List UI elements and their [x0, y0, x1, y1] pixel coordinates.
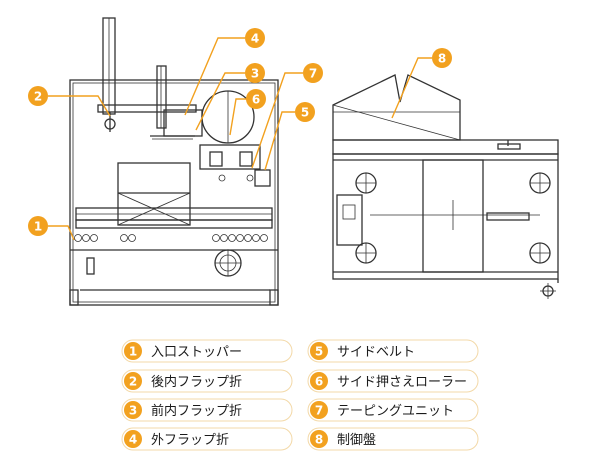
callout-badge-5: 5	[295, 102, 315, 122]
legend-item-5: 5 サイドベルト	[307, 339, 479, 363]
svg-text:外フラップ折: 外フラップ折	[151, 433, 229, 448]
svg-text:8: 8	[438, 52, 446, 66]
svg-text:7: 7	[309, 67, 317, 81]
svg-text:6: 6	[252, 93, 260, 107]
callout-badge-2: 2	[28, 86, 48, 106]
svg-text:前内フラップ折: 前内フラップ折	[151, 403, 242, 419]
callout-badge-4: 4	[245, 28, 265, 48]
svg-text:後内フラップ折: 後内フラップ折	[151, 374, 242, 390]
legend-item-6: 6 サイド押さえローラー	[307, 369, 479, 393]
svg-text:4: 4	[251, 32, 259, 46]
svg-text:テーピングユニット: テーピングユニット	[337, 404, 454, 419]
callout-badge-3: 3	[245, 63, 265, 83]
svg-text:7: 7	[315, 404, 323, 418]
callout-leaders	[48, 37, 432, 241]
legend: 1 入口ストッパー 2 後内フラップ折 3 前内フラップ折 4 外フラップ折 5…	[121, 339, 479, 451]
side-view-drawing	[332, 74, 559, 299]
svg-text:5: 5	[315, 345, 323, 359]
legend-item-3: 3 前内フラップ折	[121, 398, 293, 422]
front-view-drawing	[69, 17, 279, 306]
callout-badges: 2 1 4 3 6 7 5 8	[28, 28, 452, 236]
svg-text:1: 1	[129, 345, 137, 359]
legend-item-2: 2 後内フラップ折	[121, 369, 293, 393]
svg-text:サイド押さえローラー: サイド押さえローラー	[337, 375, 467, 390]
legend-item-8: 8 制御盤	[307, 427, 479, 451]
svg-text:1: 1	[34, 220, 42, 234]
svg-text:5: 5	[301, 106, 309, 120]
callout-badge-6: 6	[246, 89, 266, 109]
svg-text:入口ストッパー: 入口ストッパー	[151, 345, 242, 360]
svg-text:サイドベルト: サイドベルト	[337, 345, 415, 360]
legend-item-7: 7 テーピングユニット	[307, 398, 479, 422]
svg-text:8: 8	[315, 433, 323, 447]
svg-text:2: 2	[129, 375, 137, 389]
svg-text:3: 3	[251, 67, 259, 81]
legend-item-1: 1 入口ストッパー	[121, 339, 293, 363]
callout-badge-7: 7	[303, 63, 323, 83]
svg-text:制御盤: 制御盤	[337, 433, 376, 448]
callout-badge-1: 1	[28, 216, 48, 236]
svg-text:2: 2	[34, 90, 42, 104]
svg-text:3: 3	[129, 404, 137, 418]
callout-badge-8: 8	[432, 48, 452, 68]
svg-text:4: 4	[129, 433, 137, 447]
legend-item-4: 4 外フラップ折	[121, 427, 293, 451]
svg-text:6: 6	[315, 375, 323, 389]
